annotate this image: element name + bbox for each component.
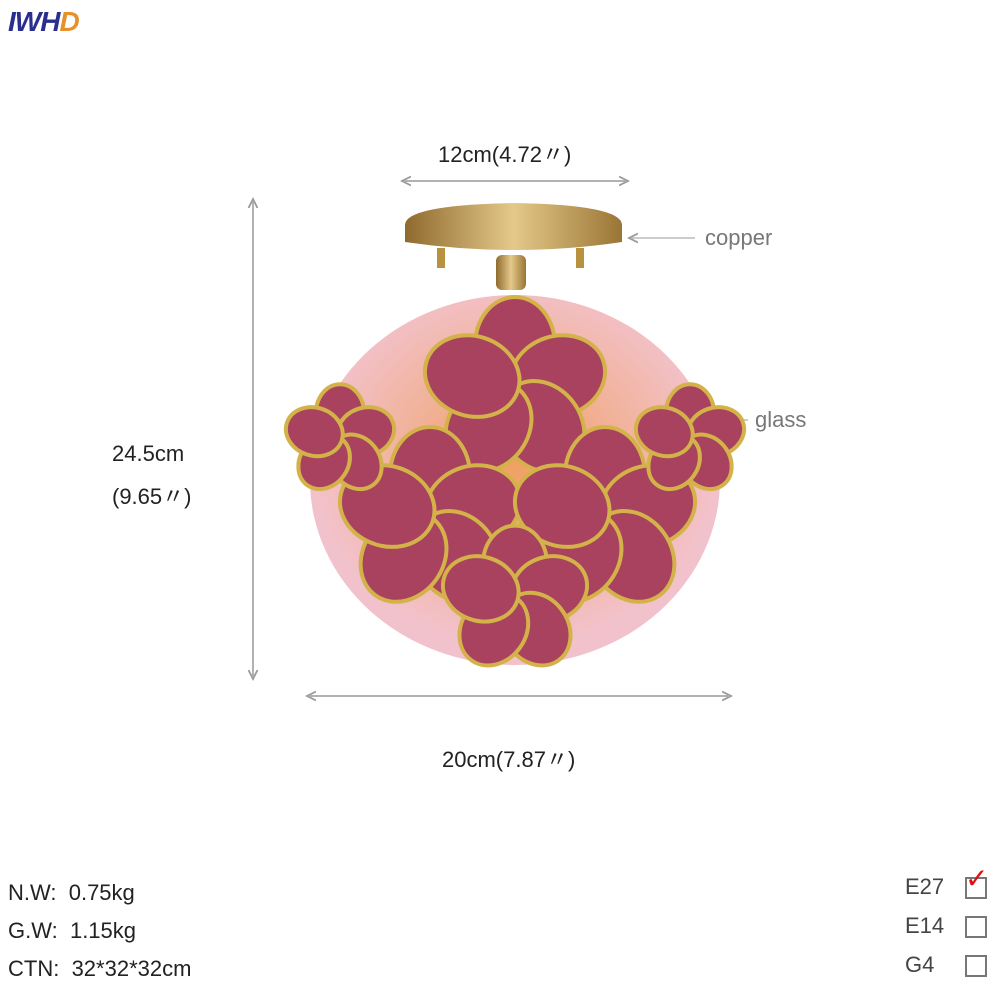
option-e14: E14 [905, 913, 1000, 939]
glass-callout: glass [755, 407, 807, 432]
brand-logo: IWHD [8, 6, 80, 37]
glass-petal [633, 405, 695, 459]
glass-petal [440, 554, 521, 624]
checkbox-unchecked [965, 955, 987, 977]
top-width-label: 12cm(4.72〃) [438, 142, 572, 167]
glass-petal [283, 405, 345, 459]
checkbox-checked [965, 877, 987, 899]
spec-net-weight: N.W: 0.75kg [8, 880, 135, 905]
glass-petal [422, 333, 522, 419]
copper-callout: copper [705, 225, 773, 250]
copper-canopy [405, 203, 622, 250]
option-e27: E27✓ [905, 863, 989, 899]
checkbox-unchecked [965, 916, 987, 938]
option-g4: G4 [905, 952, 1000, 978]
height-cm-label: 24.5cm [112, 441, 185, 466]
height-in-label: (9.65〃) [112, 484, 192, 509]
checkmark-icon: ✓ [965, 863, 989, 894]
bottom-width-label: 20cm(7.87〃) [442, 747, 576, 772]
spec-carton: CTN: 32*32*32cm [8, 956, 192, 981]
glass-petal [512, 463, 612, 549]
spec-gross-weight: G.W: 1.15kg [8, 918, 137, 943]
